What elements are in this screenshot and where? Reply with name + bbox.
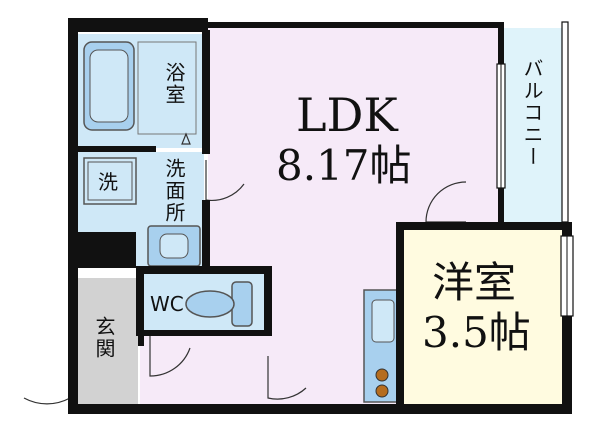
wall-wc-top xyxy=(136,266,270,274)
wall-top-ldk xyxy=(208,22,504,28)
washer-pan xyxy=(83,157,137,205)
wall-block xyxy=(76,232,136,268)
balcony-outer-rail xyxy=(561,21,569,223)
vanity-basin xyxy=(159,233,189,259)
entrance-floor xyxy=(76,278,138,408)
toilet-door-swing xyxy=(149,334,191,377)
wall-balcony-left xyxy=(498,22,504,64)
kitchen-sink xyxy=(371,299,395,343)
wall-western-left xyxy=(396,222,404,408)
wall-bottom xyxy=(68,404,572,414)
wall-bath-wash xyxy=(76,146,156,152)
stove-burner-1 xyxy=(375,368,389,382)
bathtub-inner xyxy=(89,49,129,123)
bath-door-marker xyxy=(181,132,191,145)
balcony-floor xyxy=(504,28,562,222)
wall-western-top xyxy=(396,222,572,230)
wall-top xyxy=(68,18,208,32)
stove-burner-2 xyxy=(375,384,389,398)
wall-wash-right xyxy=(202,200,210,268)
toilet-tank xyxy=(231,281,253,327)
washer-label: 洗 xyxy=(98,170,118,194)
wall-right xyxy=(562,222,572,414)
ldk-lower-floor xyxy=(140,336,402,408)
wall-wet-right xyxy=(202,30,210,154)
entrance-label: 玄関 xyxy=(92,316,116,360)
washroom-label: 洗面所 xyxy=(162,158,186,224)
ldk-door-swing xyxy=(425,181,467,223)
washer-pan-inner xyxy=(87,161,133,201)
wall-left-lower xyxy=(68,268,78,348)
toilet-bowl xyxy=(185,290,235,318)
western-room-size: 3.5帖 xyxy=(422,308,531,357)
hall-door-swing xyxy=(267,356,307,400)
balcony-label: バルコニー xyxy=(520,58,544,168)
toilet-label: WC xyxy=(150,292,184,316)
western-room-floor xyxy=(402,228,562,408)
western-room-label: 洋室 xyxy=(432,258,517,307)
wall-wc-left xyxy=(136,266,144,336)
wall-wc-bottom xyxy=(136,330,272,336)
wall-wc-right xyxy=(264,266,272,336)
bathroom-label: 浴室 xyxy=(162,62,186,106)
bathroom-floor-pan xyxy=(137,41,197,135)
wall-balcony-left-low xyxy=(498,188,504,228)
ldk-label: LDK xyxy=(296,88,398,142)
wall-left xyxy=(68,18,78,412)
entrance-door-swing xyxy=(23,350,71,405)
ldk-size: 8.17帖 xyxy=(276,141,412,190)
wall-entrance-right xyxy=(138,336,144,346)
